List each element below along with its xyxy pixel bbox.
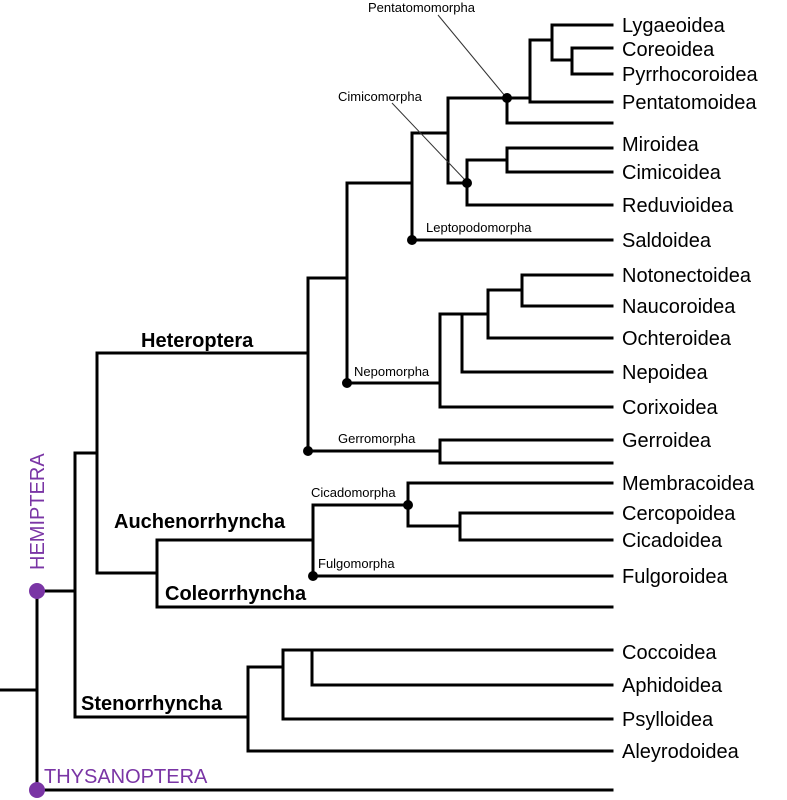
taxon-label: Coreoidea: [622, 39, 715, 61]
hemiptera-node: [29, 583, 45, 599]
cimicomorpha-label: Cimicomorpha: [338, 89, 423, 104]
thysanoptera-node: [29, 782, 45, 798]
taxon-label: Cercopoidea: [622, 503, 736, 525]
auchenorrhyncha-label: Auchenorrhyncha: [114, 511, 286, 533]
leptopodomorpha-label: Leptopodomorpha: [426, 220, 532, 235]
pentatomomorpha-label: Pentatomomorpha: [368, 0, 476, 15]
coleorrhyncha-label: Coleorrhyncha: [165, 583, 307, 605]
stenorrhyncha-label: Stenorrhyncha: [81, 693, 223, 715]
pentatomomorpha-node: [502, 93, 512, 103]
branches: [0, 23, 614, 792]
gerromorpha-node: [303, 446, 313, 456]
taxon-label: Fulgoroidea: [622, 566, 729, 588]
nepomorpha-label: Nepomorpha: [354, 364, 430, 379]
pentatomomorpha-pointer: [437, 14, 506, 97]
taxon-label: Cicadoidea: [622, 530, 723, 552]
nepomorpha-node: [342, 378, 352, 388]
fulgomorpha-node: [308, 571, 318, 581]
taxon-label: Pentatomoidea: [622, 92, 757, 114]
taxon-label: Ochteroidea: [622, 328, 732, 350]
taxon-label: Aleyrodoidea: [622, 741, 740, 763]
taxon-label: Pyrrhocoroidea: [622, 64, 759, 86]
taxon-label: Notonectoidea: [622, 265, 752, 287]
cimicomorpha-node: [462, 178, 472, 188]
taxon-label: Coccoidea: [622, 642, 717, 664]
taxon-label: Naucoroidea: [622, 296, 736, 318]
taxon-label: Lygaeoidea: [622, 15, 726, 37]
clade-nodes: [29, 93, 512, 798]
hemiptera-label: HEMIPTERA: [27, 453, 49, 570]
taxon-label: Cimicoidea: [622, 162, 722, 184]
taxon-label: Aphidoidea: [622, 675, 723, 697]
thysanoptera-label: THYSANOPTERA: [44, 766, 208, 788]
cimicomorpha-pointer: [391, 102, 467, 182]
taxon-label: Saldoidea: [622, 230, 712, 252]
taxon-label: Reduvioidea: [622, 195, 734, 217]
taxon-label: Membracoidea: [622, 473, 755, 495]
taxon-label: Psylloidea: [622, 709, 714, 731]
taxon-label: Miroidea: [622, 134, 700, 156]
taxon-label: Nepoidea: [622, 362, 709, 384]
taxon-label: Corixoidea: [622, 397, 718, 419]
gerromorpha-label: Gerromorpha: [338, 431, 416, 446]
fulgomorpha-label: Fulgomorpha: [318, 556, 395, 571]
heteroptera-label: Heteroptera: [141, 330, 254, 352]
cicadomorpha-node: [403, 500, 413, 510]
cicadomorpha-label: Cicadomorpha: [311, 485, 396, 500]
tip-labels: Lygaeoidea Coreoidea Pyrrhocoroidea Pent…: [622, 15, 759, 763]
leptopodomorpha-node: [407, 235, 417, 245]
taxon-label: Gerroidea: [622, 430, 712, 452]
